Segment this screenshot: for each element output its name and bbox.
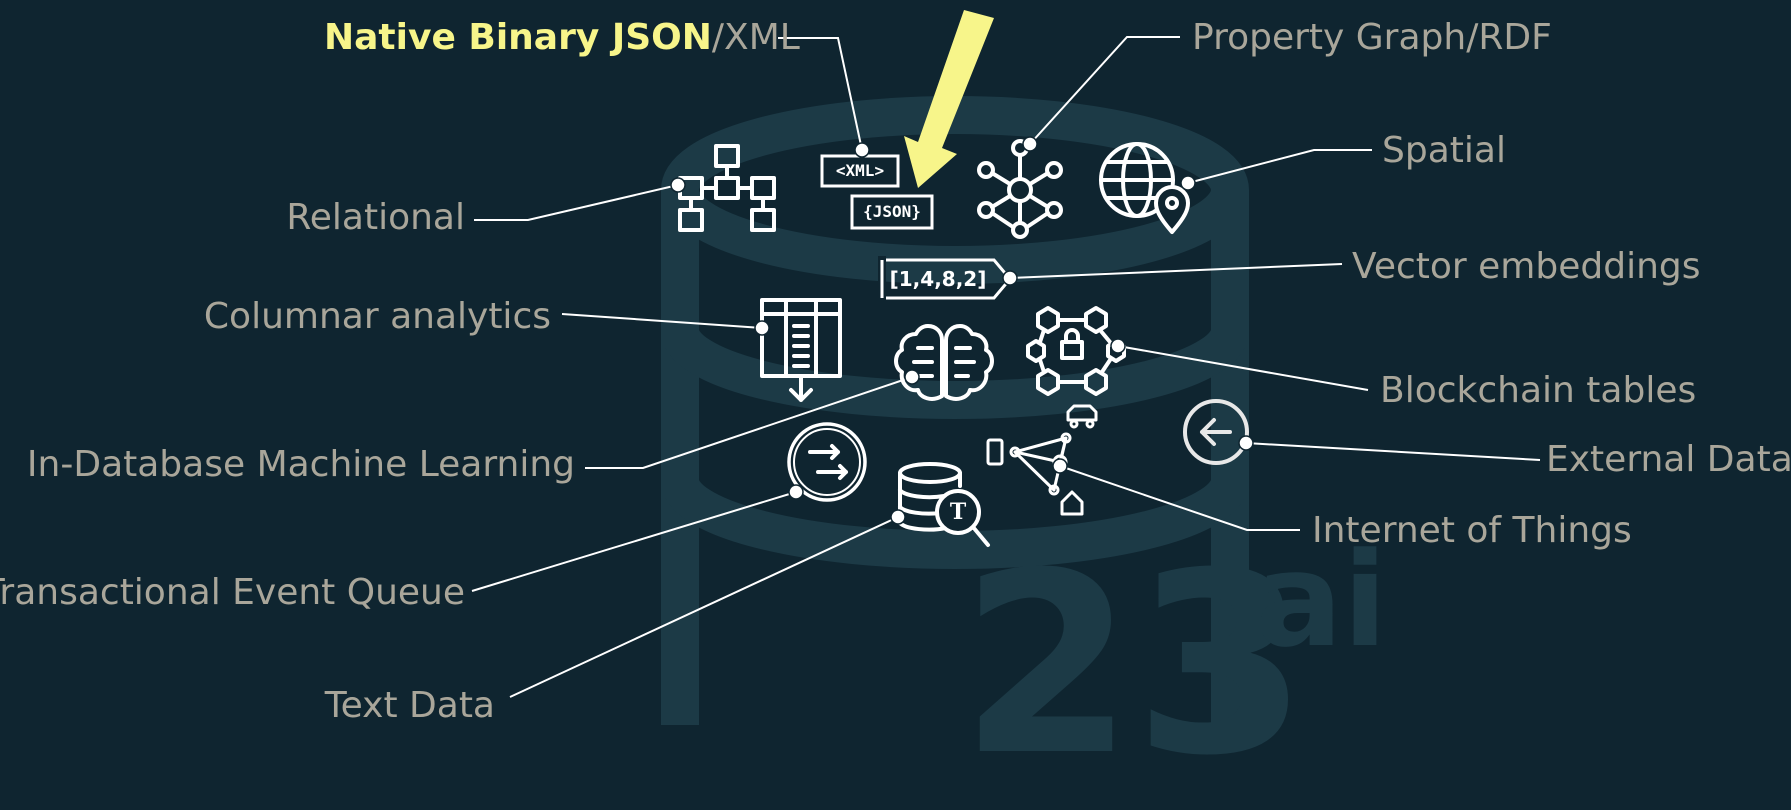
columnar-icon (760, 298, 842, 402)
leader-external (1245, 442, 1541, 461)
graph-icon (977, 139, 1063, 239)
leader-relational (474, 184, 679, 221)
leader-lines (471, 36, 1541, 698)
label-vector-embeddings: Vector embeddings (1352, 246, 1701, 287)
leader-ml (585, 376, 913, 469)
json-icon-text: {JSON} (863, 202, 921, 221)
label-relational: Relational (286, 197, 465, 238)
converged-database-diagram: 23 ai (0, 10, 1791, 790)
label-teq: Transactional Event Queue (0, 572, 465, 613)
event-queue-icon (787, 422, 867, 502)
label-xml-suffix: /XML (711, 17, 800, 58)
connector-dots (670, 136, 1254, 525)
label-spatial: Spatial (1382, 130, 1506, 171)
vector-icon-text: [1,4,8,2] (889, 267, 987, 291)
relational-icon (678, 144, 776, 232)
text-badge-icon-text: T (949, 499, 967, 525)
label-ml: In-Database Machine Learning (26, 444, 575, 485)
label-external-data: External Data (1546, 439, 1791, 480)
label-property-graph: Property Graph/RDF (1192, 17, 1552, 58)
leader-blockchain (1117, 345, 1369, 391)
external-data-icon (1183, 399, 1249, 465)
watermark-ai: ai (1255, 524, 1388, 676)
leader-teq (471, 491, 797, 592)
label-blockchain: Blockchain tables (1380, 370, 1697, 411)
label-json-xml: Native Binary JSON/XML (324, 16, 800, 60)
leader-text (509, 516, 899, 698)
label-text-data: Text Data (324, 685, 495, 726)
leader-iot (1059, 465, 1300, 531)
highlight-arrow (904, 10, 994, 188)
globe-pin-icon (1099, 142, 1190, 234)
leader-columnar (561, 313, 763, 329)
xml-icon-text: <XML> (835, 161, 885, 180)
leader-graph (1029, 36, 1180, 145)
leader-json-xml (778, 37, 863, 151)
vector-tag-icon (878, 256, 1012, 302)
blockchain-icon (1026, 306, 1126, 396)
iot-icon (986, 404, 1098, 516)
leader-spatial (1187, 149, 1372, 184)
text-search-icon (898, 462, 990, 547)
label-columnar: Columnar analytics (203, 296, 551, 337)
label-json-highlight: Native Binary JSON (324, 17, 712, 58)
brain-icon (894, 324, 994, 401)
icons-layer (471, 10, 1541, 698)
label-iot: Internet of Things (1312, 510, 1632, 551)
leader-vector (1009, 263, 1343, 279)
